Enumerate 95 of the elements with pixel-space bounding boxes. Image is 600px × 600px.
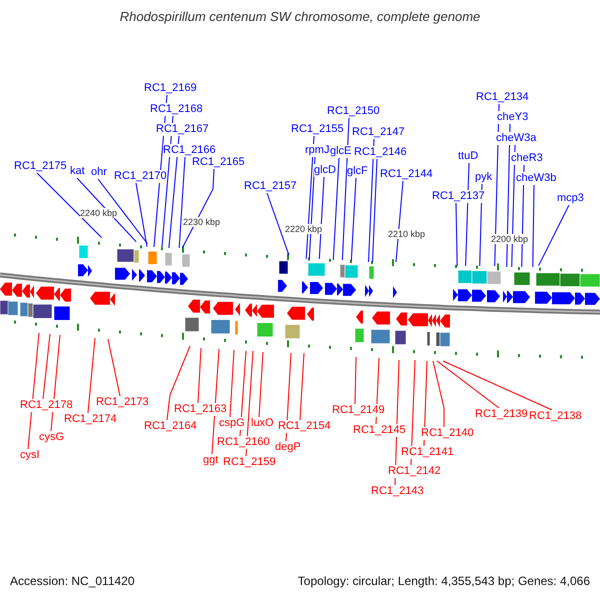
- gene-label: cysI: [20, 449, 40, 462]
- leader-line: [300, 352, 304, 420]
- leader-line: [88, 338, 96, 414]
- accession-text: Accession: NC_011420: [10, 574, 135, 588]
- leader-line: [436, 360, 500, 408]
- leader-line: [76, 178, 137, 242]
- leader-line: [42, 334, 50, 400]
- leader-line: [354, 356, 356, 404]
- gene-label: RC1_2166: [163, 144, 216, 157]
- leader-line: [350, 178, 356, 262]
- gene-label: RC1_2163: [174, 403, 227, 416]
- leader-line: [372, 158, 378, 262]
- gene-label: RC1_2142: [388, 465, 441, 478]
- gene-label: RC1_2146: [354, 146, 407, 159]
- gene-label: RC1_2165: [192, 156, 245, 169]
- leader-line: [368, 138, 374, 262]
- leader-line: [230, 350, 234, 418]
- gene-label: RC1_2145: [353, 424, 406, 437]
- gene-label: RC1_2137: [432, 190, 485, 203]
- leader-line: [166, 346, 190, 420]
- leader-line: [465, 162, 470, 266]
- leader-line: [258, 352, 264, 418]
- gene-label: kat: [70, 165, 85, 178]
- gene-label: glcE: [330, 145, 352, 158]
- gene-label: RC1_2144: [380, 168, 433, 181]
- gene-label: cheW3b: [516, 172, 556, 185]
- leader-line: [410, 360, 416, 466]
- gene-label: RC1_2168: [150, 103, 203, 116]
- leader-line: [108, 338, 120, 396]
- gene-label: pyk: [475, 171, 492, 184]
- gene-label: RC1_2167: [156, 123, 209, 136]
- leader-line: [28, 332, 40, 450]
- leader-line: [318, 176, 324, 260]
- gene-label: RC1_2150: [327, 105, 380, 118]
- gene-label: RC1_2174: [64, 413, 117, 426]
- gene-label: RC1_2138: [529, 410, 582, 423]
- gene-label: RC1_2143: [371, 485, 424, 498]
- gene-label: RC1_2169: [144, 82, 197, 95]
- leader-line: [506, 124, 510, 268]
- summary-text: Topology: circular; Length: 4,355,543 bp; Genes: 4,066: [298, 574, 590, 588]
- leader-line: [178, 156, 186, 248]
- gene-label: RC1_2154: [278, 420, 331, 433]
- leader-line: [456, 202, 458, 266]
- scale-label: 2240 kbp: [80, 208, 118, 218]
- gene-label: glcF: [347, 165, 368, 178]
- leader-line: [538, 204, 570, 266]
- leader-line: [212, 348, 220, 454]
- map-title: Rhodospirillum centenum SW chromosome, complete genome: [118, 9, 482, 24]
- gene-label: cspG: [219, 417, 245, 430]
- gene-label: RC1_2175: [14, 160, 67, 173]
- scale-label: 2200 kbp: [491, 234, 528, 244]
- gene-label: RC1_2134: [476, 91, 529, 104]
- leader-line: [246, 350, 254, 456]
- gene-label: RC1_2147: [352, 126, 405, 139]
- scale-label: 2230 kbp: [183, 217, 220, 227]
- gene-label: RC1_2170: [114, 170, 167, 183]
- leader-line: [266, 192, 290, 256]
- leader-line: [424, 360, 428, 446]
- gene-label: RC1_2141: [401, 446, 454, 459]
- gene-label: ggt: [203, 454, 218, 467]
- gene-label: rpmJ: [305, 144, 330, 157]
- gene-label: RC1_2164: [144, 420, 197, 433]
- leader-line: [442, 360, 552, 410]
- gene-label: RC1_2173: [96, 396, 149, 409]
- gene-label: cheR3: [511, 152, 543, 165]
- leader-line: [396, 180, 404, 262]
- gene-label: mcp3: [557, 192, 584, 205]
- leader-line: [36, 172, 102, 238]
- gene-label: glcD: [314, 164, 336, 177]
- gene-label: RC1_2149: [332, 404, 385, 417]
- leader-line: [182, 168, 214, 248]
- gene-label: cheW3a: [496, 132, 536, 145]
- leader-line: [332, 158, 340, 260]
- leader-line: [308, 156, 316, 260]
- leader-line: [532, 184, 534, 268]
- gene-label: RC1_2139: [475, 408, 528, 421]
- gene-label: RC1_2157: [244, 180, 297, 193]
- gene-label: degP: [275, 441, 301, 454]
- leader-line: [432, 360, 444, 428]
- gene-label: ohr: [91, 166, 107, 179]
- gene-label: cheY3: [497, 111, 528, 124]
- gene-label: RC1_2140: [421, 427, 474, 440]
- leader-line: [136, 182, 148, 248]
- scale-label: 2220 kbp: [285, 224, 322, 234]
- leader-line: [168, 136, 180, 248]
- leader-line: [98, 178, 148, 244]
- gene-label: RC1_2160: [217, 436, 270, 449]
- gene-label: RC1_2155: [291, 123, 344, 136]
- gene-label: RC1_2178: [20, 399, 73, 412]
- leader-line: [342, 118, 350, 260]
- leader-line: [198, 348, 202, 404]
- leader-line: [240, 350, 246, 436]
- gene-label: RC1_2159: [223, 456, 276, 469]
- gene-label: cysG: [39, 431, 64, 444]
- scale-label: 2210 kbp: [388, 229, 426, 239]
